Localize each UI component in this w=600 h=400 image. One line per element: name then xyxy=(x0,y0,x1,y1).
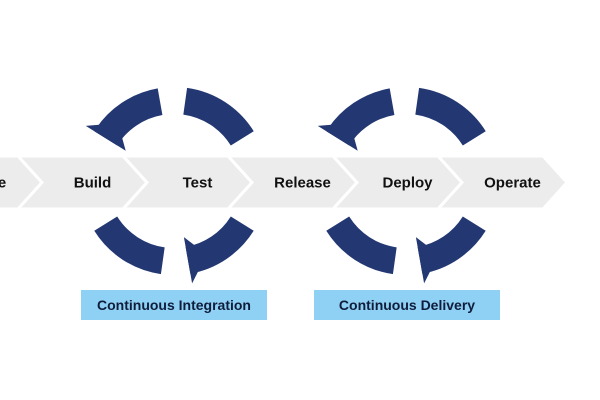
stage-label-operate: Operate xyxy=(484,175,541,192)
stage-label-build: Build xyxy=(74,175,112,192)
chevron-operate xyxy=(434,154,570,211)
cd-loop-upper-right-arc xyxy=(415,87,486,146)
continuous-delivery-badge: Continuous Delivery xyxy=(314,290,500,320)
continuous-integration-badge: Continuous Integration xyxy=(81,290,267,320)
stage-label-test: Test xyxy=(183,175,213,192)
stage-label-code: Code xyxy=(0,175,6,192)
ci-loop-upper-left-arrowhead xyxy=(85,123,126,151)
ci-loop-lower-right-arrowhead xyxy=(183,237,207,284)
cd-loop-upper-left-arrowhead xyxy=(317,123,358,151)
stage-label-release: Release xyxy=(274,175,331,192)
cd-loop-lower-right-arrowhead xyxy=(415,237,439,284)
ci-loop-upper-right-arc xyxy=(183,87,254,146)
cd-loop-lower-left-arc xyxy=(326,216,397,275)
loop-arrows xyxy=(85,87,486,284)
stage-labels: Code Build Test Release Deploy Operate xyxy=(0,175,541,192)
ci-loop-lower-left-arc xyxy=(94,216,165,275)
chevron-band xyxy=(0,154,570,211)
stage-label-deploy: Deploy xyxy=(382,175,433,192)
